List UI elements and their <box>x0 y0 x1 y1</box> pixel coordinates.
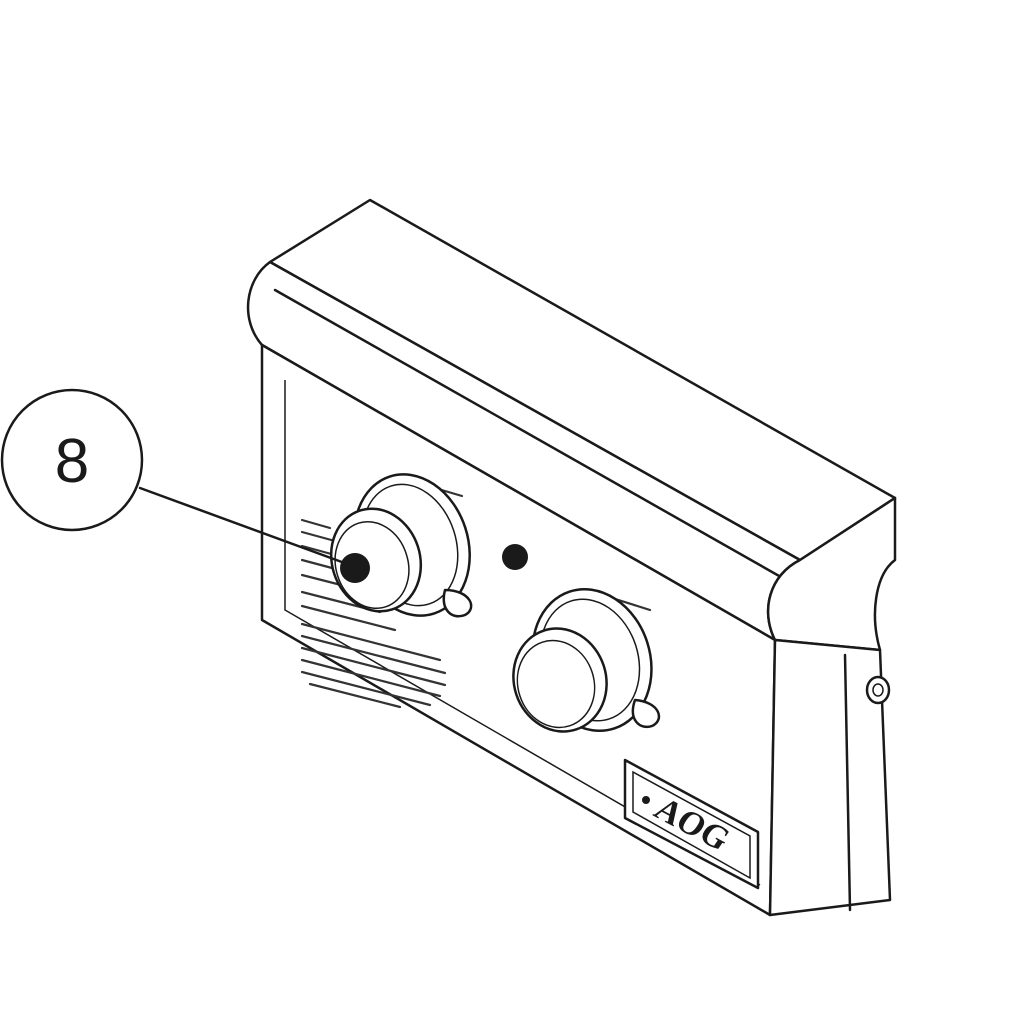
right-burner-knob[interactable] <box>500 574 669 747</box>
callout-number: 8 <box>55 427 89 496</box>
instruction-text-block <box>300 518 447 709</box>
aog-logo-plate: AOG <box>623 758 760 890</box>
left-burner-knob[interactable] <box>318 459 487 631</box>
side-bolt-icon <box>865 675 891 705</box>
indicator-light <box>502 544 528 570</box>
callout-8: 8 <box>0 388 352 567</box>
